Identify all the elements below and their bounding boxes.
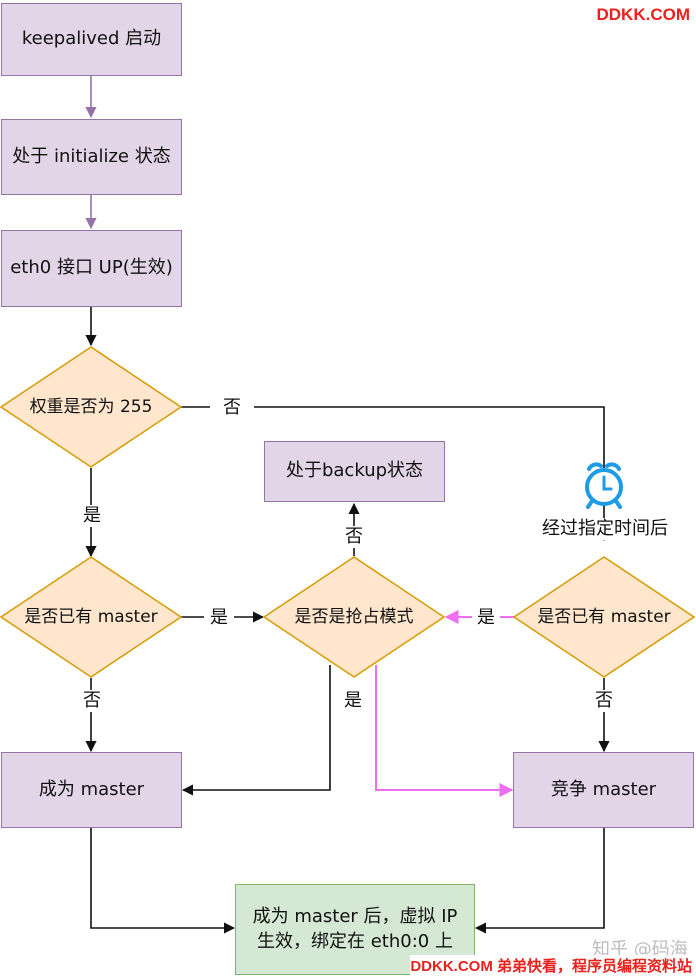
node-backup-state: 处于backup状态: [264, 441, 445, 502]
edge-compete-final: [474, 828, 605, 934]
node-compete-master: 竞争 master: [513, 752, 694, 828]
label-right-yes: 是: [472, 607, 500, 629]
decision-preempt: [262, 556, 446, 678]
decision-has-master-right: [512, 556, 696, 678]
edge-preempt-compete: [375, 665, 514, 797]
edge-preempt-yes: [181, 665, 331, 796]
label-wait-time: 经过指定时间后: [530, 518, 680, 540]
decision-has-master-left: [0, 556, 183, 678]
node-keepalived-start: keepalived 启动: [1, 3, 182, 76]
decision-weight: [0, 346, 183, 468]
node-eth0-up: eth0 接口 UP(生效): [1, 230, 182, 307]
watermark-zhihu: 知乎 @码海: [592, 939, 688, 960]
watermark-top: DDKK.COM: [596, 5, 691, 24]
label-weight-no: 否: [210, 397, 254, 419]
node-become-master: 成为 master: [1, 752, 182, 828]
label-weight-yes: 是: [80, 505, 104, 527]
watermark-bottom: DDKK.COM 弟弟快看，程序员编程资料站: [410, 955, 692, 976]
decision-weight-text: 权重是否为 255: [29, 397, 153, 417]
label-left-yes: 是: [204, 607, 234, 629]
edge-master-final: [90, 828, 236, 934]
label-preempt-no: 否: [342, 526, 366, 548]
decision-has-master-left-text: 是否已有 master: [24, 607, 158, 627]
decision-has-master-right-text: 是否已有 master: [537, 607, 671, 627]
decision-preempt-text: 是否是抢占模式: [294, 607, 414, 627]
label-left-no: 否: [80, 690, 104, 712]
label-preempt-yes: 是: [338, 690, 368, 712]
label-right-no: 否: [592, 690, 616, 712]
alarm-clock-icon: [585, 462, 623, 509]
node-initialize: 处于 initialize 状态: [1, 119, 182, 195]
